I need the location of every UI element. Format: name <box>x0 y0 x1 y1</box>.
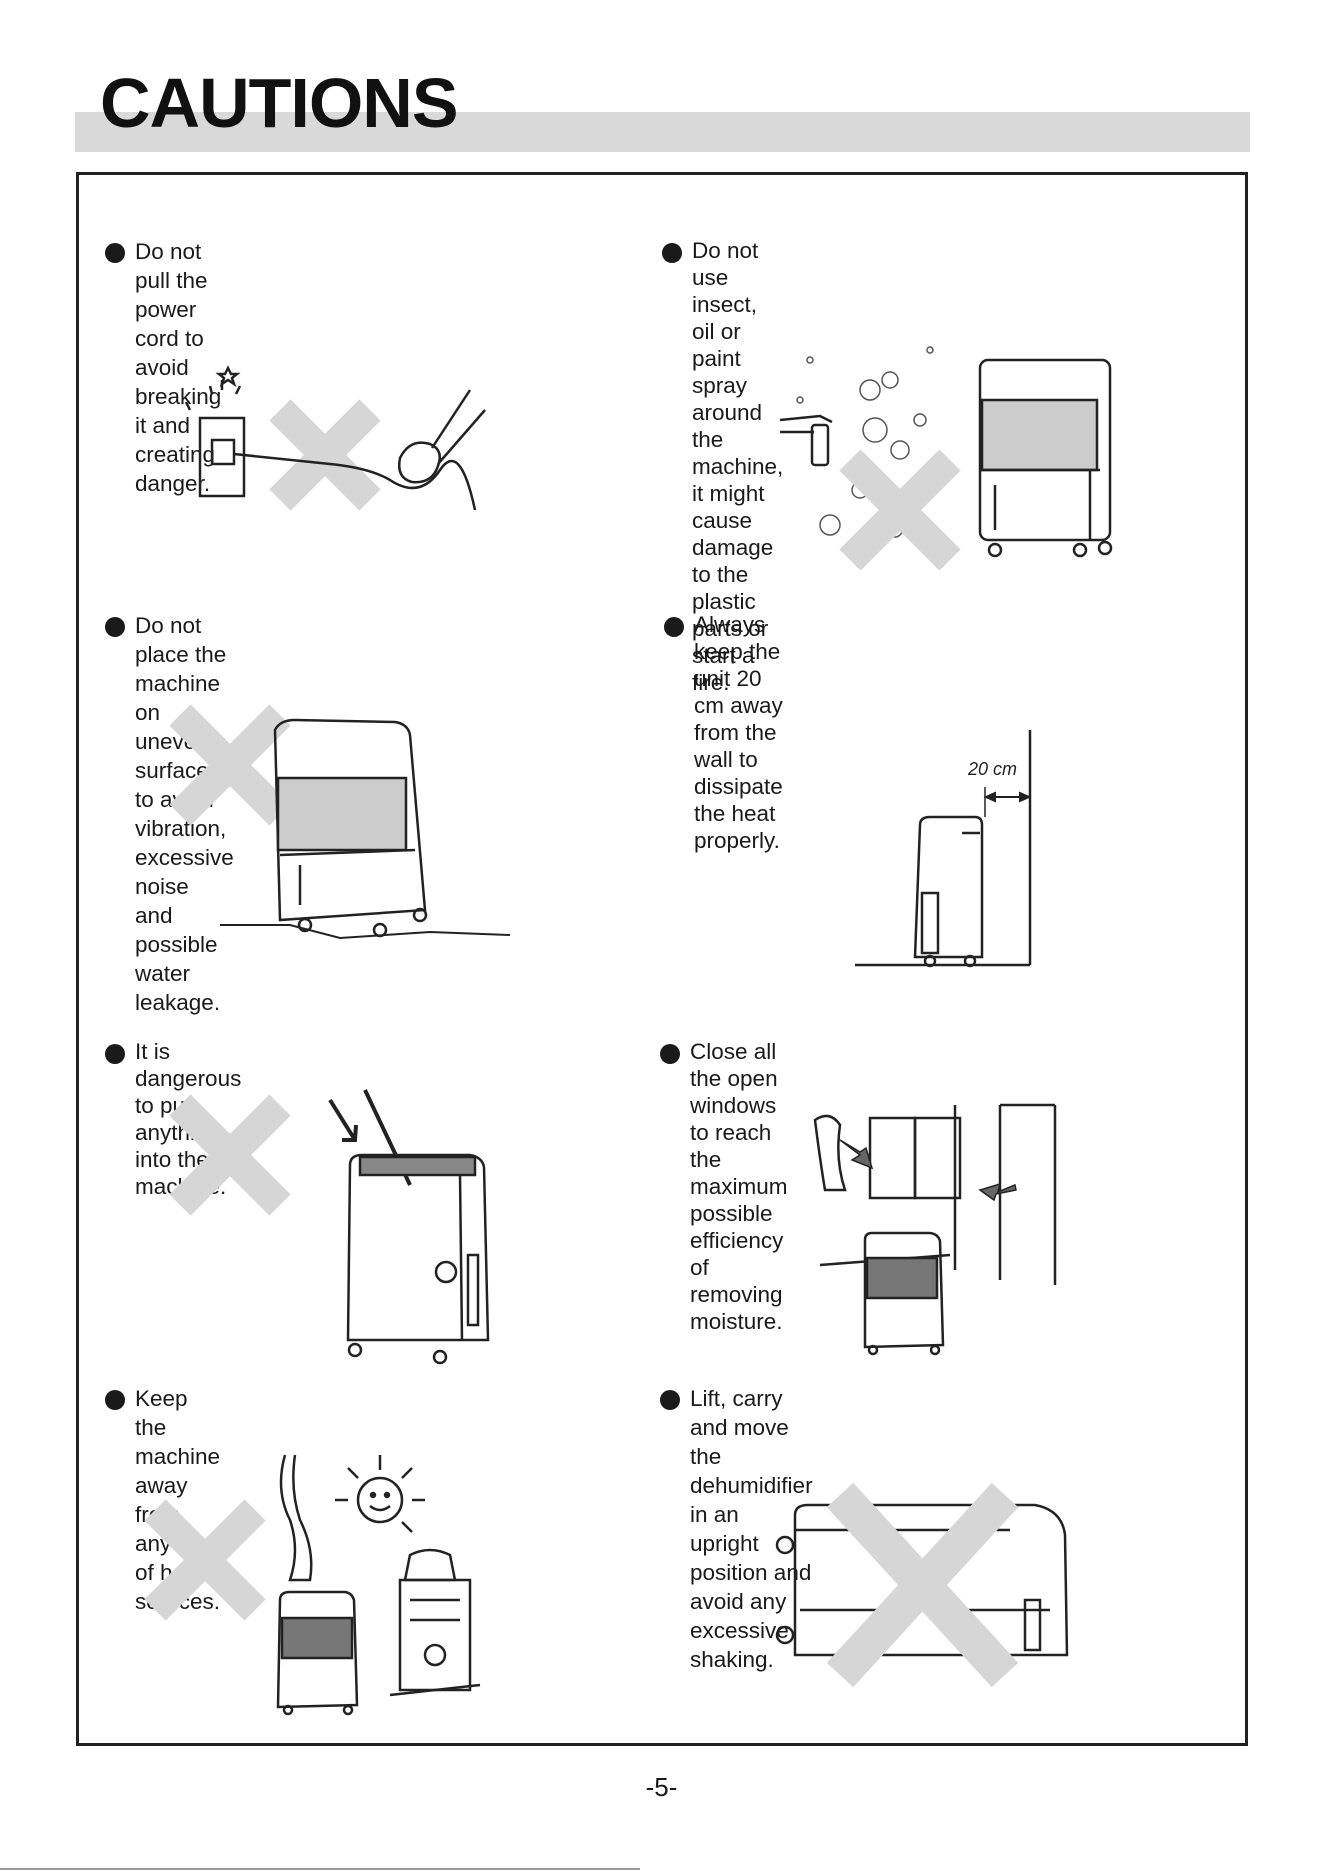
pulling-hand <box>398 389 486 484</box>
close-window-arrow-icon <box>839 1139 874 1170</box>
dehumidifier-back-view <box>346 1153 490 1365</box>
dehumidifier-unit <box>276 1590 359 1716</box>
dehumidifier-unit <box>273 718 428 938</box>
page-number: -5- <box>645 1772 678 1802</box>
caution-text: Do not use insect, oil or paint spray ar… <box>692 238 784 695</box>
sun-icon <box>335 1455 425 1533</box>
illustration-close-windows <box>813 1103 1057 1356</box>
title-band <box>75 112 1250 152</box>
bullet-icon <box>105 617 125 637</box>
illustration-uneven-surface <box>169 704 511 940</box>
page-title: CAUTIONS <box>100 64 459 142</box>
caution-text: Lift, carry and move the dehumidifier in… <box>690 1386 813 1672</box>
cautions-frame <box>76 172 1248 1746</box>
bullet-icon <box>105 1044 125 1064</box>
bullet-icon <box>105 1390 125 1410</box>
bullet-icon <box>662 243 682 263</box>
illustration-upright <box>775 1482 1069 1688</box>
cross-mark <box>169 1094 291 1216</box>
bullet-icon <box>660 1044 680 1064</box>
dehumidifier-side-view <box>913 815 984 968</box>
illustration-heat-sources <box>144 1454 481 1716</box>
uneven-floor <box>220 924 511 940</box>
power-cord <box>233 452 477 511</box>
cross-mark <box>169 704 291 826</box>
illustration-insert-objects <box>169 1089 490 1365</box>
spray-can-hand <box>779 414 833 467</box>
heater-kettle <box>389 1548 481 1697</box>
bullet-icon <box>664 617 684 637</box>
bullet-icon <box>660 1390 680 1410</box>
cross-mark <box>839 449 961 571</box>
cross-mark <box>826 1482 1019 1688</box>
caution-text: Do not pull the power cord to avoid brea… <box>135 239 222 496</box>
close-door-arrow-icon <box>978 1182 1017 1202</box>
distance-label: 20 cm <box>967 759 1017 779</box>
illustration-wall-distance: 20 cm <box>855 730 1032 968</box>
bullet-icon <box>105 243 125 263</box>
caution-text: Close all the open windows to reach the … <box>690 1039 788 1334</box>
dehumidifier-unit <box>978 358 1113 558</box>
cross-mark <box>269 399 381 511</box>
wall-outlet <box>184 365 246 498</box>
caution-text: Always keep the unit 20 cm away from the… <box>694 612 783 853</box>
curtain <box>279 1454 313 1582</box>
illustration-power-cord <box>184 365 486 511</box>
dehumidifier-unit <box>863 1231 945 1356</box>
window <box>813 1114 962 1200</box>
cross-mark <box>144 1499 266 1621</box>
footer-rule <box>0 1868 640 1870</box>
illustration-spray <box>779 346 1113 571</box>
distance-arrow-icon <box>983 787 1032 817</box>
